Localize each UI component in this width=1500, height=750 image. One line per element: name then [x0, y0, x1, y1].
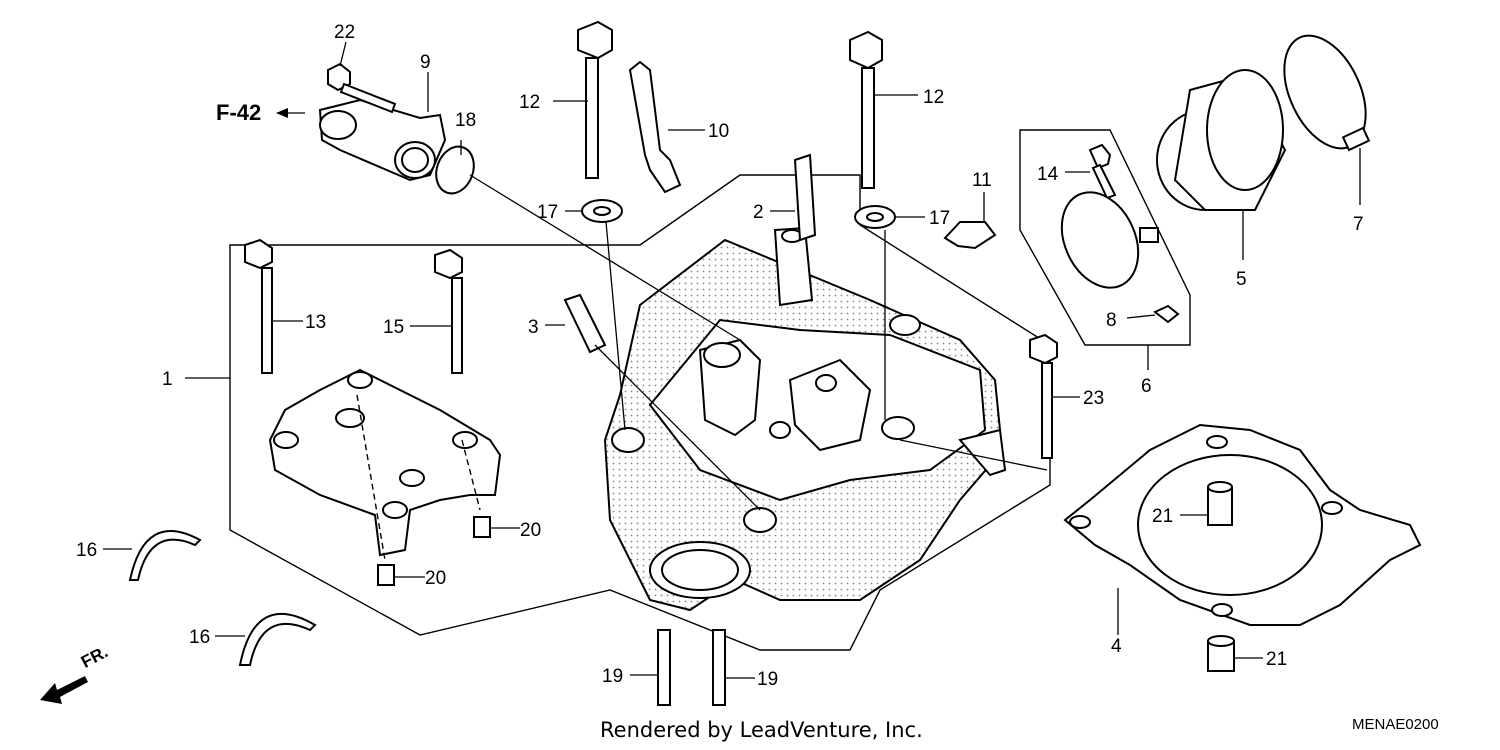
callout-21-top: 21 [1152, 506, 1173, 527]
reference-f42: F-42 [216, 100, 261, 125]
intake-insulator [1156, 69, 1287, 211]
f42-arrowhead [276, 108, 288, 118]
dowel-20-left [377, 564, 395, 586]
washer-17-left-hole [593, 206, 611, 216]
callout-9: 9 [420, 52, 431, 73]
callout-20-left: 20 [425, 568, 446, 589]
clamp-group-boundary [1019, 129, 1191, 346]
callout-20-right: 20 [520, 520, 541, 541]
diagram-code: MENAE0200 [1352, 716, 1439, 733]
dowel-21-top [1207, 486, 1233, 526]
bolt-13 [244, 238, 273, 374]
callout-16-top: 16 [76, 540, 97, 561]
callout-12-left: 12 [519, 92, 540, 113]
bolt-23 [1029, 333, 1058, 459]
callout-17-right: 17 [929, 208, 950, 229]
callout-8: 8 [1106, 310, 1117, 331]
callout-11: 11 [972, 170, 992, 191]
temp-sensor [943, 221, 997, 250]
assembly-boundary [229, 174, 1051, 651]
callout-labels: 1 2 3 4 5 6 7 8 9 10 11 12 12 13 14 15 1… [76, 22, 1364, 690]
cylinder-head [603, 226, 1007, 612]
bolt-15 [434, 248, 463, 374]
callout-21-bottom: 21 [1266, 649, 1287, 670]
valve-guide-2 [793, 153, 817, 242]
callout-18: 18 [455, 110, 476, 131]
hose-band [1283, 34, 1371, 152]
clip-16-top [128, 530, 202, 581]
callout-16-bottom: 16 [189, 627, 210, 648]
washer-17-right-hole [866, 212, 884, 222]
callout-7: 7 [1353, 214, 1364, 235]
callout-2: 2 [753, 202, 764, 223]
callout-17-left: 17 [537, 202, 558, 223]
callout-19-right: 19 [757, 669, 778, 690]
callout-13: 13 [305, 312, 326, 333]
clamp-band [1060, 191, 1140, 289]
callout-1: 1 [162, 369, 173, 390]
callout-23: 23 [1083, 388, 1104, 409]
bolt-12-right [849, 30, 883, 189]
dowel-20-right [473, 516, 491, 538]
bolt-12-left [577, 20, 613, 179]
leader-lines [103, 41, 1361, 679]
dowel-21-bottom-cap [1207, 635, 1235, 647]
callout-19-left: 19 [602, 666, 623, 687]
callout-14: 14 [1037, 164, 1059, 185]
water-joint [318, 98, 472, 189]
bolt-22 [327, 62, 397, 114]
stud-19-left [657, 629, 671, 706]
callout-22: 22 [334, 22, 355, 43]
callout-4: 4 [1111, 636, 1122, 657]
callout-6: 6 [1141, 376, 1152, 397]
rendered-by-credit: Rendered by LeadVenture, Inc. [600, 718, 923, 742]
clamp-band-tab [1139, 227, 1159, 243]
clip-16-bottom [238, 612, 317, 666]
camshaft-holder [268, 368, 502, 557]
stud-19-right [712, 629, 726, 706]
callout-12-right: 12 [923, 87, 944, 108]
dowel-21-top-cap [1207, 481, 1233, 493]
front-direction-arrow [40, 676, 88, 704]
nut-8 [1153, 304, 1180, 324]
valve-guide-3 [563, 293, 607, 354]
bolt-14 [1088, 143, 1117, 200]
spark-plug [628, 60, 682, 194]
callout-10: 10 [708, 121, 729, 142]
callout-3: 3 [528, 317, 539, 338]
callout-5: 5 [1236, 269, 1247, 290]
callout-15: 15 [383, 317, 404, 338]
